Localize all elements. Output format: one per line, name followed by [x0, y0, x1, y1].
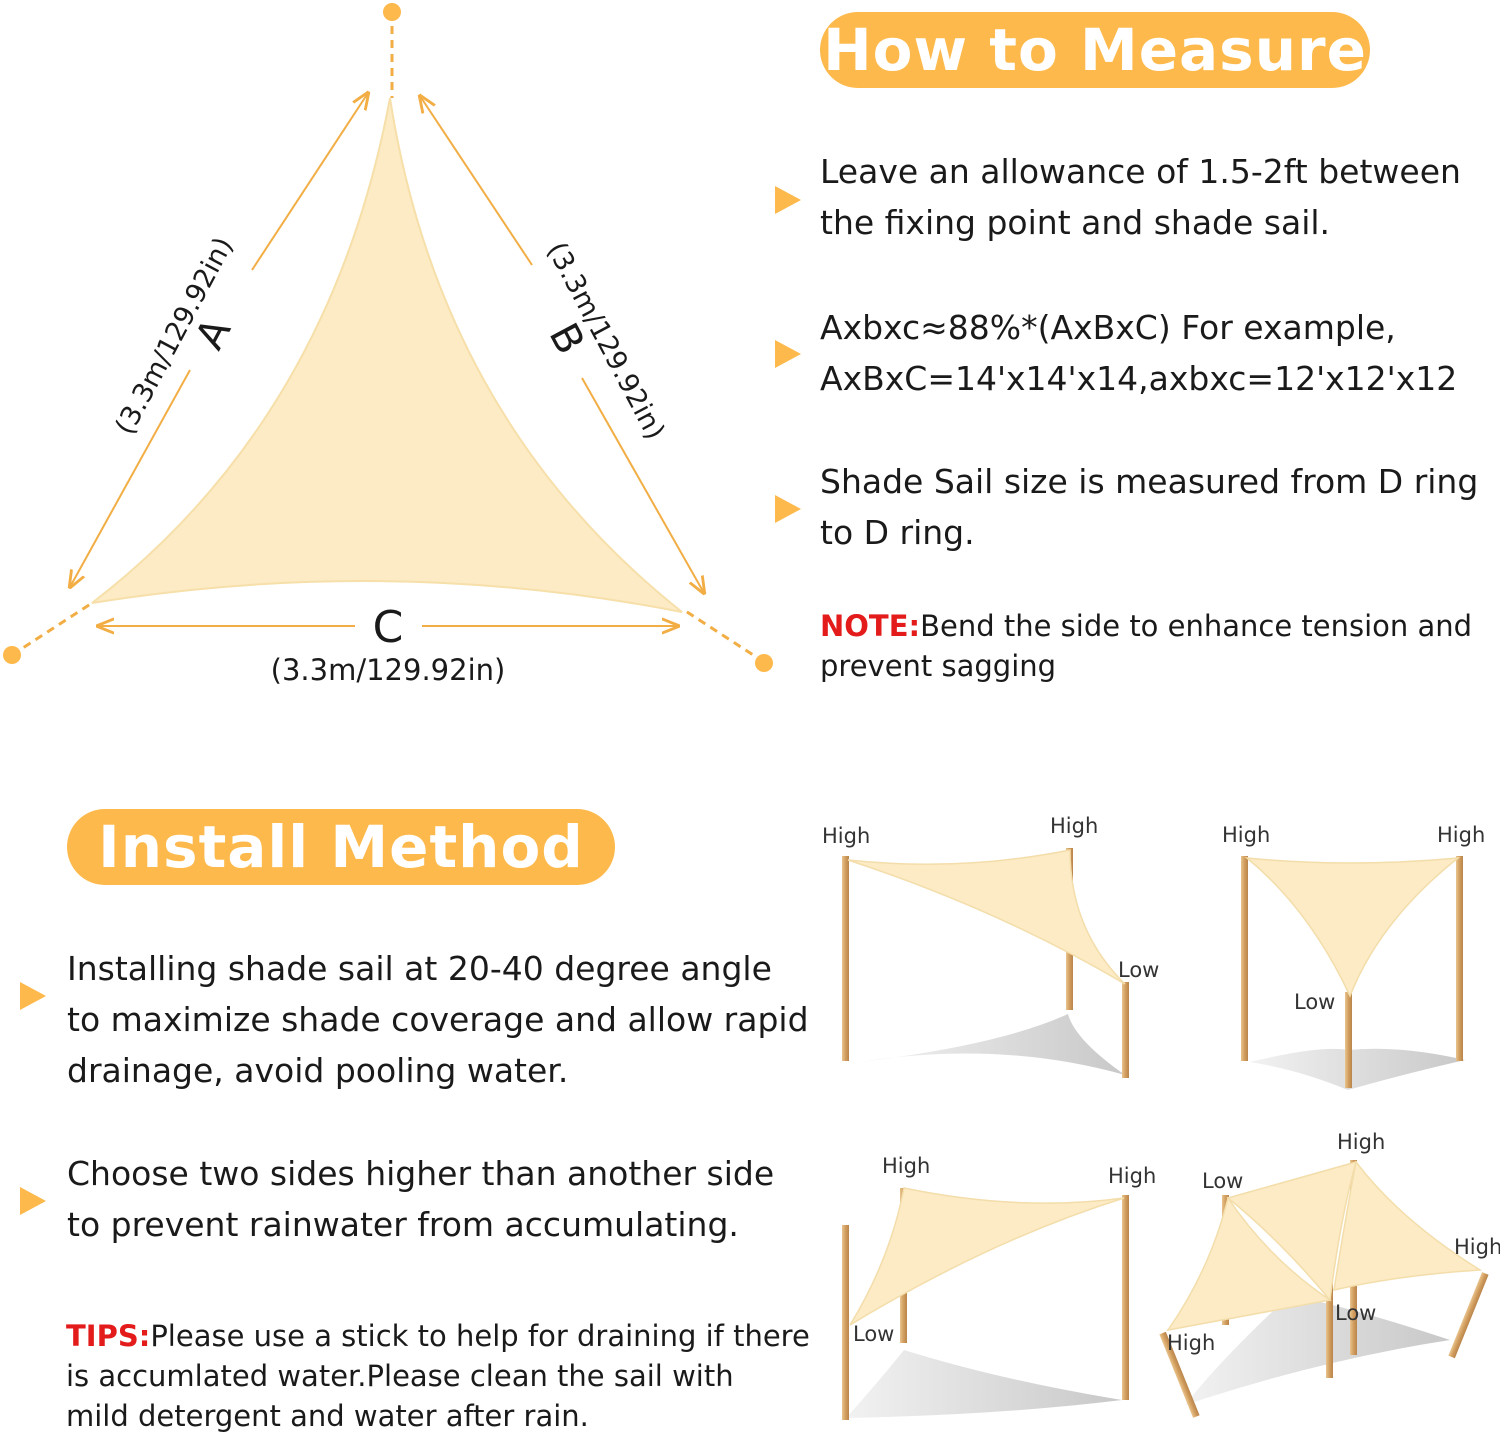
install-diagram-3: High High Low: [842, 1154, 1156, 1420]
pole: [1241, 856, 1248, 1061]
pole: [1122, 982, 1129, 1078]
svg-text:Low: Low: [853, 1322, 894, 1346]
side-c-letter: C: [373, 602, 404, 653]
install-tips: TIPS:Please use a stick to help for drai…: [66, 1319, 810, 1433]
svg-text:High: High: [882, 1154, 930, 1178]
shade-sail: [849, 1187, 1125, 1326]
install-diagram-4: High Low High Low High: [1159, 1130, 1500, 1418]
measure-item-1: Leave an allowance of 1.5-2ft between th…: [820, 152, 1461, 242]
install-item-1: Installing shade sail at 20-40 degree an…: [67, 949, 809, 1090]
pole: [1326, 1260, 1333, 1378]
anchor-line-right: [683, 608, 765, 664]
shade-sail: [1226, 1160, 1358, 1302]
shadow: [1185, 1295, 1450, 1405]
dimension-line-b-upper: [420, 96, 533, 266]
bullet-arrow-icon: [775, 495, 801, 523]
dimension-line-a-lower: [70, 369, 191, 587]
note-label: NOTE:: [820, 609, 921, 643]
pole: [1456, 856, 1463, 1061]
svg-text:High: High: [1108, 1164, 1156, 1188]
bullet-arrow-icon: [20, 1187, 46, 1215]
svg-text:Low: Low: [1294, 990, 1335, 1014]
dimension-line-b-lower: [581, 377, 704, 593]
svg-text:High: High: [822, 824, 870, 848]
anchor-point-left: [3, 646, 21, 664]
shade-sail: [847, 849, 1126, 985]
install-diagram-2: High High Low: [1222, 823, 1485, 1090]
shadow: [860, 1014, 1125, 1075]
shadow: [846, 1350, 1122, 1418]
pole: [842, 1225, 849, 1420]
measure-note: NOTE:Bend the side to enhance tension an…: [820, 609, 1473, 683]
anchor-point-top: [383, 3, 401, 21]
how-to-measure-title: How to Measure: [820, 12, 1370, 88]
svg-text:Low: Low: [1202, 1169, 1243, 1193]
install-diagram-1: High High Low: [822, 814, 1159, 1078]
pole: [842, 856, 849, 1061]
measure-item-2: Axbxc≈88%*(AxBxC) For example, AxBxC=14'…: [820, 308, 1458, 398]
install-method-title: Install Method: [67, 809, 615, 885]
svg-text:Low: Low: [1118, 958, 1159, 982]
bullet-arrow-icon: [20, 982, 46, 1010]
pole: [1122, 1195, 1129, 1400]
svg-text:Low: Low: [1335, 1301, 1376, 1325]
bullet-arrow-icon: [775, 186, 801, 214]
triangle-measure-diagram: A (3.3m/129.92in) B (3.3m/129.92in) C (3…: [3, 3, 773, 687]
shade-sail: [1166, 1196, 1332, 1332]
bullet-arrow-icon: [775, 340, 801, 368]
tips-label: TIPS:: [66, 1319, 151, 1353]
svg-text:High: High: [1050, 814, 1098, 838]
shadow: [1250, 1048, 1465, 1090]
shade-sail-triangle: [91, 97, 683, 613]
side-c-size: (3.3m/129.92in): [271, 653, 506, 687]
anchor-line-left: [11, 601, 93, 657]
svg-text:High: High: [1337, 1130, 1385, 1154]
install-item-2: Choose two sides higher than another sid…: [67, 1154, 775, 1244]
svg-text:High: High: [1454, 1235, 1500, 1259]
pole: [1448, 1272, 1489, 1359]
dimension-line-a-upper: [251, 93, 368, 271]
measure-item-3: Shade Sail size is measured from D ring …: [820, 462, 1479, 552]
svg-text:High: High: [1437, 823, 1485, 847]
shade-sail: [1244, 857, 1461, 998]
install-diagrams: High High Low High High Low High High Lo…: [822, 814, 1500, 1420]
svg-text:High: High: [1167, 1331, 1215, 1355]
pole: [1159, 1331, 1200, 1418]
shade-sail: [1333, 1160, 1483, 1291]
anchor-point-right: [755, 654, 773, 672]
pole: [1345, 992, 1352, 1088]
svg-text:High: High: [1222, 823, 1270, 847]
